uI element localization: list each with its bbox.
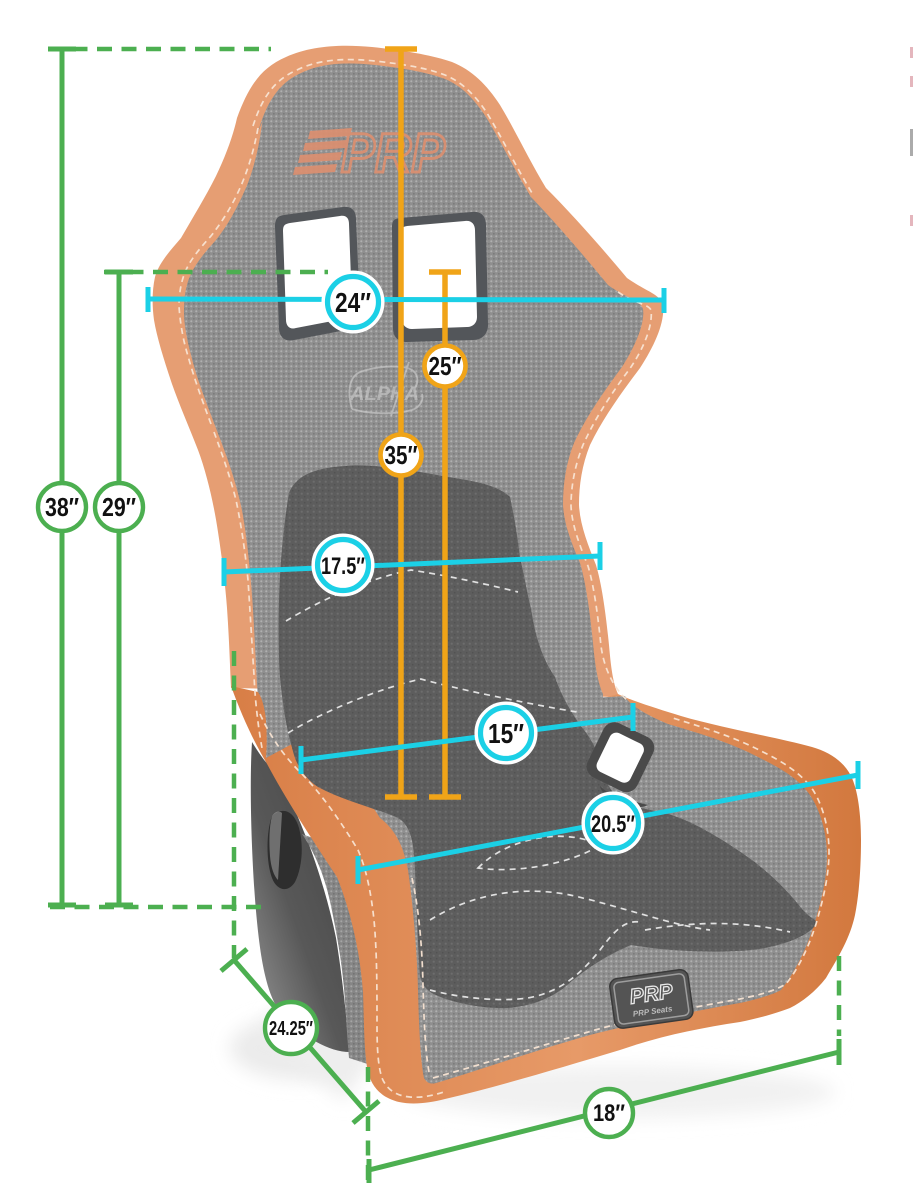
svg-text:18″: 18″ bbox=[593, 1100, 625, 1127]
svg-text:29″: 29″ bbox=[102, 492, 136, 522]
svg-text:24″: 24″ bbox=[335, 287, 371, 318]
svg-text:24.25″: 24.25″ bbox=[269, 1018, 313, 1040]
svg-text:20.5″: 20.5″ bbox=[591, 811, 635, 838]
svg-text:ALPHA: ALPHA bbox=[349, 384, 419, 405]
svg-text:15″: 15″ bbox=[488, 718, 524, 749]
svg-text:38″: 38″ bbox=[45, 492, 79, 522]
svg-text:35″: 35″ bbox=[385, 440, 418, 470]
svg-text:17.5″: 17.5″ bbox=[321, 553, 365, 580]
svg-text:25″: 25″ bbox=[429, 351, 462, 381]
svg-text:PRP: PRP bbox=[341, 121, 446, 184]
